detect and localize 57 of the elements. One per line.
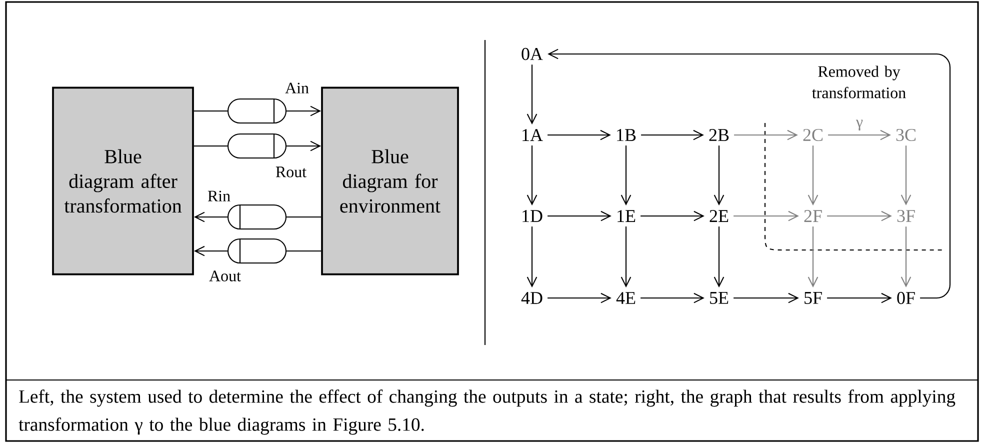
- arrow: [526, 145, 538, 206]
- arrow: [827, 292, 892, 304]
- arrow: [548, 130, 611, 140]
- arrow: [640, 292, 704, 304]
- channel-symbol: [227, 98, 287, 124]
- channel-symbol: [227, 204, 287, 230]
- arrow: [641, 130, 704, 140]
- arrow: [548, 292, 612, 304]
- state-label: 5E: [710, 292, 728, 304]
- arrow: [900, 146, 912, 206]
- annotation-text: Removed by transformation: [812, 66, 906, 98]
- state-label: 1A: [522, 129, 543, 141]
- arrow: [620, 226, 632, 288]
- arrow: [734, 292, 799, 304]
- state-label: 3F: [897, 210, 915, 222]
- arrow: [526, 64, 538, 125]
- arrow: [734, 210, 799, 222]
- arrow: [640, 210, 704, 222]
- state-label: 0F: [897, 292, 915, 304]
- arrow: [548, 48, 951, 299]
- state-label: 1E: [618, 210, 636, 222]
- arrow: [194, 246, 228, 256]
- state-label: 4E: [616, 292, 636, 304]
- state-label: 4D: [521, 292, 542, 304]
- edge-label: γ: [856, 120, 863, 130]
- state-label: 2B: [709, 129, 729, 141]
- state-label: 1B: [617, 129, 636, 141]
- state-label: 1D: [522, 210, 542, 222]
- arrow: [827, 210, 892, 222]
- channel-label: Rin: [208, 190, 230, 202]
- state-label: 2E: [710, 210, 728, 222]
- arrow: [714, 226, 724, 288]
- arrow: [286, 140, 322, 152]
- caption: Left, the system used to determine the effect of changing the outputs in a state; right, the graph that results from applying transformation γ to the blue diagrams in Figure 5.10.: [18, 390, 956, 435]
- process-box: Blue diagram for environment: [321, 86, 459, 276]
- arrow: [808, 146, 818, 206]
- process-box: Blue diagram after transformation: [52, 86, 194, 276]
- arrow: [620, 146, 632, 206]
- arrow: [526, 226, 538, 288]
- channel-label: Rout: [276, 166, 306, 178]
- arrow: [714, 146, 724, 206]
- arrow: [808, 226, 818, 288]
- channel-label: Aout: [209, 270, 241, 282]
- arrow: [286, 106, 322, 116]
- state-label: 2F: [804, 210, 822, 222]
- arrow: [828, 130, 891, 140]
- state-label: 2C: [803, 128, 823, 142]
- channel-symbol: [227, 238, 287, 264]
- arrow: [900, 226, 912, 288]
- state-label: 3C: [896, 128, 916, 142]
- channel-symbol: [227, 133, 287, 159]
- channel-label: Ain: [285, 82, 309, 94]
- arrow: [194, 212, 228, 222]
- arrow: [734, 130, 798, 140]
- arrow: [548, 210, 612, 222]
- state-label: 0A: [522, 48, 543, 60]
- state-label: 5F: [804, 292, 822, 304]
